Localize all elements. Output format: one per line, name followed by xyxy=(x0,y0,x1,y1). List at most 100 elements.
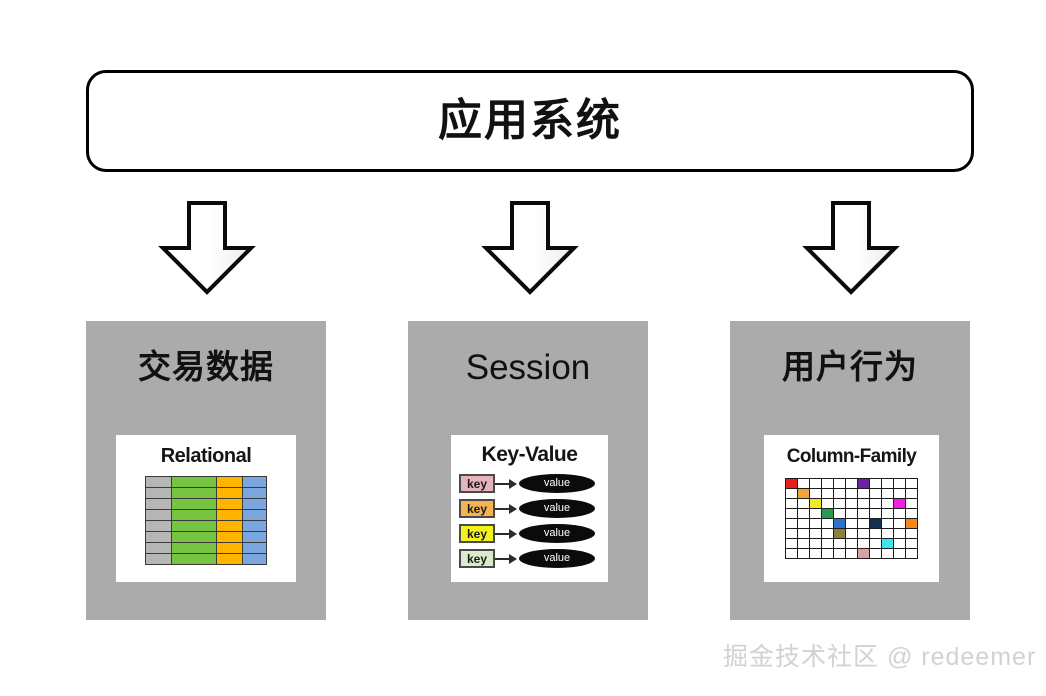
column-family-cell xyxy=(833,538,846,549)
column-family-cell xyxy=(797,548,810,559)
relational-cell xyxy=(216,531,243,543)
relational-cell xyxy=(241,487,268,499)
relational-cell xyxy=(216,542,243,554)
column-family-grid xyxy=(785,478,918,559)
column-family-cell xyxy=(857,518,870,529)
column-family-cell xyxy=(905,508,918,519)
column-family-cell xyxy=(893,528,906,539)
column-family-cell xyxy=(809,478,822,489)
relational-row xyxy=(145,520,268,532)
panel-user-behavior: 用户行为 Column-Family xyxy=(730,321,970,620)
column-family-cell xyxy=(785,508,798,519)
column-family-cell xyxy=(785,528,798,539)
value-ellipse: value xyxy=(519,499,595,518)
relational-table xyxy=(145,476,268,565)
column-family-cell xyxy=(809,508,822,519)
relational-cell xyxy=(170,487,218,499)
column-family-cell xyxy=(881,548,894,559)
watermark: 掘金技术社区 @ redeemer xyxy=(723,643,1037,671)
column-family-cell xyxy=(833,498,846,509)
column-family-cell xyxy=(797,508,810,519)
relational-cell xyxy=(145,520,172,532)
relational-row xyxy=(145,509,268,521)
column-family-cell xyxy=(797,528,810,539)
value-ellipse: value xyxy=(519,524,595,543)
column-family-filled-cell xyxy=(857,548,870,559)
column-family-cell xyxy=(857,508,870,519)
relational-cell xyxy=(170,498,218,510)
key-to-value-arrow-icon xyxy=(495,524,519,543)
column-family-cell xyxy=(845,518,858,529)
application-system-label: 应用系统 xyxy=(438,96,622,145)
relational-cell xyxy=(216,498,243,510)
key-box: key xyxy=(459,524,495,543)
arrow-to-transaction-icon xyxy=(157,200,257,296)
key-box: key xyxy=(459,549,495,568)
column-family-cell xyxy=(905,548,918,559)
column-family-filled-cell xyxy=(905,518,918,529)
relational-row xyxy=(145,487,268,499)
relational-cell xyxy=(241,498,268,510)
column-family-cell xyxy=(893,508,906,519)
column-family-cell xyxy=(869,478,882,489)
relational-cell xyxy=(216,553,243,565)
column-family-heading: Column-Family xyxy=(786,446,917,467)
column-family-cell xyxy=(905,498,918,509)
value-ellipse: value xyxy=(519,549,595,568)
relational-cell xyxy=(241,509,268,521)
column-family-row xyxy=(785,488,918,499)
column-family-cell xyxy=(869,498,882,509)
panel-transaction-title: 交易数据 xyxy=(138,348,274,385)
column-family-filled-cell xyxy=(881,538,894,549)
relational-cell xyxy=(241,520,268,532)
relational-cell xyxy=(241,476,268,488)
panel-session-title: Session xyxy=(465,348,591,387)
column-family-row xyxy=(785,518,918,529)
relational-cell xyxy=(241,531,268,543)
column-family-row xyxy=(785,478,918,489)
application-system-box: 应用系统 xyxy=(86,70,974,172)
column-family-cell xyxy=(881,508,894,519)
column-family-cell xyxy=(869,488,882,499)
key-box: key xyxy=(459,499,495,518)
column-family-cell xyxy=(857,498,870,509)
relational-cell xyxy=(170,520,218,532)
relational-heading: Relational xyxy=(160,445,252,467)
relational-cell xyxy=(170,476,218,488)
column-family-cell xyxy=(845,538,858,549)
column-family-row xyxy=(785,548,918,559)
column-family-filled-cell xyxy=(833,528,846,539)
column-family-cell xyxy=(821,548,834,559)
column-family-card: Column-Family xyxy=(764,435,939,582)
relational-cell xyxy=(145,531,172,543)
relational-cell xyxy=(145,542,172,554)
column-family-cell xyxy=(821,518,834,529)
relational-cell xyxy=(170,509,218,521)
key-to-value-arrow-icon xyxy=(495,499,519,518)
column-family-cell xyxy=(785,548,798,559)
column-family-cell xyxy=(905,538,918,549)
column-family-cell xyxy=(893,538,906,549)
column-family-cell xyxy=(797,518,810,529)
column-family-cell xyxy=(845,508,858,519)
column-family-filled-cell xyxy=(893,498,906,509)
column-family-filled-cell xyxy=(809,498,822,509)
column-family-filled-cell xyxy=(869,518,882,529)
column-family-cell xyxy=(869,528,882,539)
column-family-cell xyxy=(845,528,858,539)
value-ellipse: value xyxy=(519,474,595,493)
key-box: key xyxy=(459,474,495,493)
column-family-cell xyxy=(905,488,918,499)
column-family-cell xyxy=(809,518,822,529)
column-family-cell xyxy=(785,488,798,499)
column-family-cell xyxy=(881,528,894,539)
key-to-value-arrow-icon xyxy=(495,549,519,568)
column-family-row xyxy=(785,528,918,539)
column-family-cell xyxy=(893,488,906,499)
key-value-pair: key value xyxy=(459,498,608,519)
key-value-pair: key value xyxy=(459,548,608,569)
column-family-cell xyxy=(785,518,798,529)
column-family-cell xyxy=(869,538,882,549)
relational-cell xyxy=(145,553,172,565)
